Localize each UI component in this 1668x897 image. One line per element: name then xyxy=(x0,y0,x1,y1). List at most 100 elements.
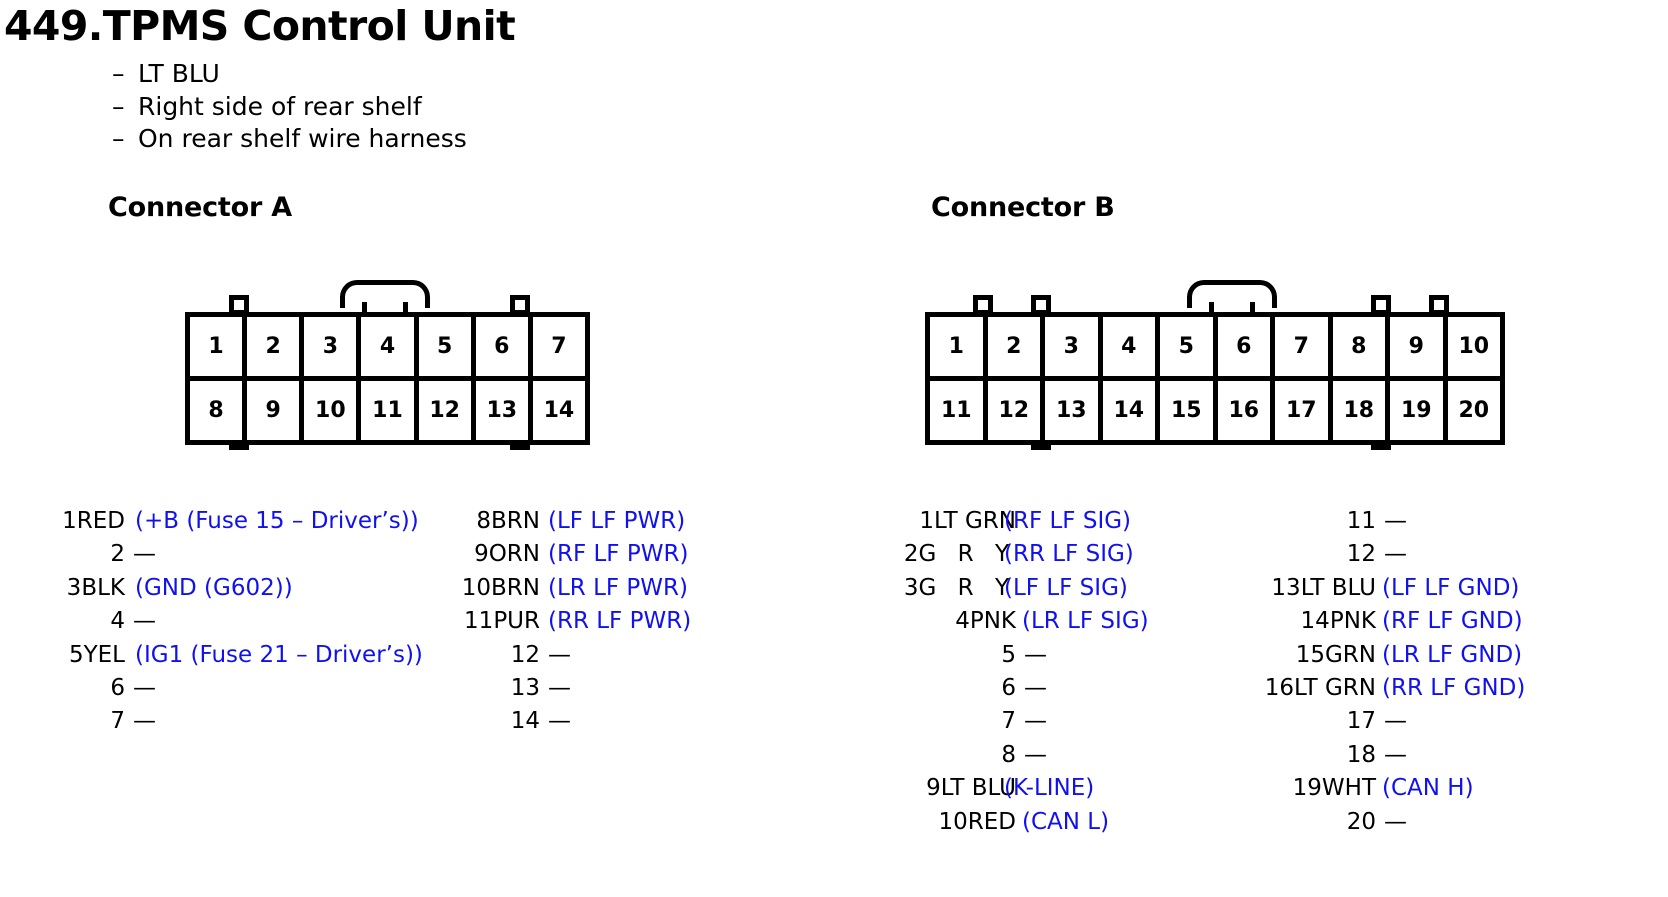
connector-b-pin-left-row: 5— xyxy=(900,639,1200,672)
connector-b-pin-left-number-wire: 5 xyxy=(1001,639,1016,672)
connector-b-pin-right-number-wire: 20 xyxy=(1347,806,1376,839)
connector-b-pin-right-number: 18 xyxy=(1346,741,1376,768)
connector-a-pin-right-number-wire: 8BRN xyxy=(476,505,540,538)
connector-a-pin-cell-8: 8 xyxy=(190,381,243,440)
connector-b-pin-left-description: (RF LF SIG) xyxy=(1004,508,1132,534)
connector-a-pin-left-description: — xyxy=(133,608,156,635)
connector-b-pin-left-wire-color: LT BLU xyxy=(940,775,1016,802)
connector-a-pin-cell-9: 9 xyxy=(242,381,300,440)
connector-b-pin-cell-18: 18 xyxy=(1327,381,1385,440)
connector-a-pin-cell-14: 14 xyxy=(527,381,585,440)
connector-b-pin-right-number: 14 xyxy=(1300,608,1330,635)
connector-a-pin-left-number: 2 xyxy=(110,541,125,568)
connector-a-pin-right-description: (RR LF PWR) xyxy=(548,608,692,635)
connector-b-pin-right-number: 20 xyxy=(1346,808,1376,835)
connector-a-pin-left-description: (+B (Fuse 15 – Driver’s)) xyxy=(135,508,419,534)
connector-a-pin-left-number: 3 xyxy=(66,574,82,601)
connector-a-pin-right-row: 12— xyxy=(440,639,700,672)
connector-a-pin-left-wire-color: RED xyxy=(76,508,125,534)
bullet-dash-icon: – xyxy=(112,59,125,88)
connector-b-pin-right-row: 17— xyxy=(1258,705,1558,738)
list-item-label: LT BLU xyxy=(138,59,220,88)
connector-b-pin-left-number-wire: 10RED xyxy=(938,806,1016,839)
connector-b-pin-left-wire-color: LT GRN xyxy=(933,508,1016,534)
connector-a-pin-right-description: (LR LF PWR) xyxy=(548,574,688,601)
connector-b-pin-right-description: — xyxy=(1384,741,1407,768)
connector-a-pin-left-description: — xyxy=(133,541,156,568)
connector-b-pin-left-wire-color: G R Y xyxy=(918,541,1016,568)
connector-a-heading: Connector A xyxy=(108,192,292,223)
connector-b-pin-right-number-wire: 12 xyxy=(1347,538,1376,571)
connector-b-pin-cell-8: 8 xyxy=(1327,317,1385,376)
connector-b-pin-left-row: 1LT GRN(RF LF SIG) xyxy=(900,505,1200,538)
connector-b-pin-right-wire-color: LT GRN xyxy=(1293,674,1376,701)
list-item: –LT BLU xyxy=(112,58,467,91)
connector-b-pin-cell-7: 7 xyxy=(1270,317,1328,376)
connector-b-pin-right-number-wire: 16LT GRN xyxy=(1265,672,1376,705)
connector-b-pin-cell-10: 10 xyxy=(1442,317,1500,376)
connector-b-pin-right-number-wire: 18 xyxy=(1347,739,1376,772)
connector-a-pin-cell-6: 6 xyxy=(470,317,528,376)
connector-a-pin-left-number-wire: 5YEL xyxy=(69,639,125,672)
connector-b-pin-cell-13: 13 xyxy=(1040,381,1098,440)
connector-b-pin-right-number-wire: 15GRN xyxy=(1296,639,1376,672)
connector-a-pin-right-number: 13 xyxy=(510,674,540,701)
connector-b-pin-left-row: 2G R Y(RR LF SIG) xyxy=(900,538,1200,571)
connector-b-pin-cell-4: 4 xyxy=(1097,317,1155,376)
connector-a-pin-left-number: 7 xyxy=(110,708,125,735)
connector-b-pin-left-number: 4 xyxy=(955,608,970,635)
connector-b-pin-left-description: — xyxy=(1024,741,1047,768)
connector-a-pin-right-row: 9ORN(RF LF PWR) xyxy=(440,538,700,571)
connector-b-pin-cell-17: 17 xyxy=(1270,381,1328,440)
connector-b-pin-left-description: (RR LF SIG) xyxy=(1004,541,1134,568)
connector-a-pin-right-row: 10BRN (LR LF PWR) xyxy=(440,572,700,605)
connector-a-pin-left-row: 4— xyxy=(30,605,450,638)
connector-b-pin-left-wire-color: G R Y xyxy=(918,574,1016,601)
connector-a-pin-right-number: 14 xyxy=(510,708,540,735)
connector-a-pin-left-number-wire: 4 xyxy=(110,605,125,638)
connector-a-pin-right-wire-color: BRN xyxy=(491,574,540,601)
connector-a-pin-right-number: 12 xyxy=(510,641,540,668)
connector-a-pin-right-number: 10 xyxy=(461,574,492,601)
connector-b-pin-left-number-wire: 3G R Y xyxy=(904,572,1016,605)
connector-b-pin-left-row: 6— xyxy=(900,672,1200,705)
connector-a-pin-left-number-wire: 6 xyxy=(110,672,125,705)
connector-b-pin-left-number-wire: 2G R Y xyxy=(904,538,1016,571)
connector-a-pin-right-number-wire: 9ORN xyxy=(474,538,540,571)
connector-b-pin-right-description: — xyxy=(1384,808,1407,835)
connector-b-pin-left-description: (LF LF SIG) xyxy=(1004,574,1128,601)
connector-a-pin-left-number-wire: 7 xyxy=(110,705,125,738)
connector-a-pin-right-number: 11 xyxy=(464,608,494,635)
connector-b-pin-right-description: (RR LF GND) xyxy=(1382,674,1526,701)
bullet-dash-icon: – xyxy=(112,91,125,121)
connector-a-pin-cell-11: 11 xyxy=(356,381,414,440)
connector-b-pin-right-row: 13LT BLU(LF LF GND) xyxy=(1258,572,1558,605)
connector-b-pin-right-row: 18 — xyxy=(1258,739,1558,772)
connector-b-pin-left-description: — xyxy=(1024,708,1047,735)
connector-a-pin-left-number: 1 xyxy=(62,508,77,534)
connector-b-pin-right-description: — xyxy=(1384,708,1407,735)
connector-b-pin-cell-16: 16 xyxy=(1212,381,1270,440)
connector-a-pin-right-number: 8 xyxy=(476,508,492,534)
connector-a-pin-left-number-wire: 2 xyxy=(110,538,125,571)
connector-b-pin-right-wire-color: GRN xyxy=(1324,641,1376,668)
connector-b-pin-right-row: 12— xyxy=(1258,538,1558,571)
connector-b-pin-right-description: (RF LF GND) xyxy=(1382,608,1523,635)
connector-b-pin-left-description: (K-LINE) xyxy=(1004,775,1095,802)
connector-b-pin-right-number-wire: 13LT BLU xyxy=(1271,572,1376,605)
connector-a-pin-left-row: 7— xyxy=(30,705,450,738)
connector-b-pin-cell-5: 5 xyxy=(1155,317,1213,376)
connector-a-pin-right-description: (LF LF PWR) xyxy=(548,508,686,534)
connector-a-pin-left-number: 6 xyxy=(110,674,125,701)
connector-a-pin-left-row: 1RED (+B (Fuse 15 – Driver’s)) xyxy=(30,505,450,538)
connector-b-pin-left-wire-color: RED xyxy=(967,808,1016,835)
connector-b-pin-right-description: — xyxy=(1384,508,1407,534)
connector-b-pin-list-right: 11—12—13LT BLU(LF LF GND)14PNK(RF LF GND… xyxy=(1258,505,1558,839)
connector-b-pin-left-number-wire: 1LT GRN xyxy=(919,505,1016,538)
connector-a-pin-right-description: — xyxy=(548,708,571,735)
